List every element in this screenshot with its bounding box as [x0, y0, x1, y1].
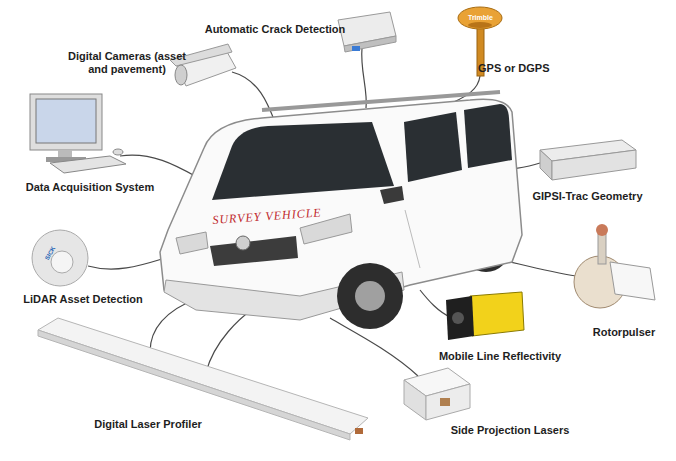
component-label: GIPSI-Trac Geometry: [520, 190, 655, 203]
crack-detector: [338, 12, 396, 52]
laser-profiler: [38, 318, 368, 440]
side-laser: [404, 368, 470, 420]
component-label: Rotorpulser: [578, 326, 670, 339]
component-label: Digital Laser Profiler: [78, 418, 218, 431]
component-label: Side Projection Lasers: [440, 424, 580, 437]
wires: [88, 48, 576, 376]
reflectometer: [446, 292, 524, 340]
lidar-sensor: [32, 230, 88, 286]
component-label: Automatic Crack Detection: [200, 23, 350, 36]
component-label: GPS or DGPS: [478, 62, 550, 75]
gipsi-unit: [540, 140, 636, 180]
component-label: Data Acquisition System: [5, 181, 175, 194]
rotorpulser: [574, 224, 655, 308]
component-label: LiDAR Asset Detection: [8, 293, 158, 306]
brand-mark: Trimble: [468, 14, 493, 22]
component-label: Digital Cameras (asset and pavement): [62, 50, 192, 76]
survey-van: [160, 92, 522, 329]
computer: [30, 94, 126, 173]
component-label: Mobile Line Reflectivity: [420, 350, 580, 363]
